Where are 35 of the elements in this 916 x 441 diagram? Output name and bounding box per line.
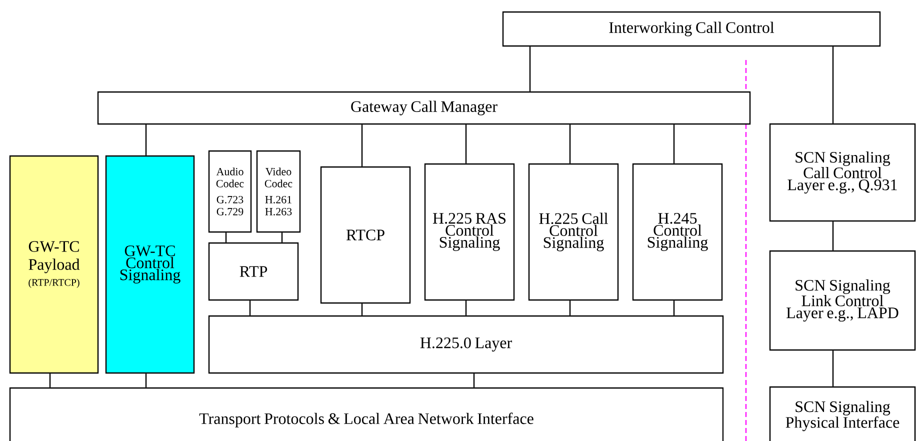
connector-line bbox=[361, 124, 363, 166]
connector-line bbox=[249, 300, 251, 316]
connector-line bbox=[832, 222, 834, 250]
connector-line bbox=[49, 374, 51, 388]
layer-box: SCN Signaling Call Control Layer e.g., Q.931 bbox=[769, 123, 916, 222]
layer-box: GW-TC Payload (RTP/RTCP) bbox=[9, 155, 99, 374]
connector-line bbox=[673, 300, 675, 316]
layer-box: H.245 Control Signaling bbox=[632, 163, 723, 301]
connector-line bbox=[361, 304, 363, 316]
layer-box: H.225 RAS Control Signaling bbox=[424, 163, 515, 301]
layer-box: RTCP bbox=[320, 166, 411, 304]
connector-line bbox=[529, 46, 531, 92]
connector-line bbox=[145, 124, 147, 156]
connector-line bbox=[145, 374, 147, 388]
layer-box: Audio Codec G.723 G.729 bbox=[208, 150, 252, 233]
connector-line bbox=[832, 46, 834, 124]
layer-box: SCN Signaling Link Control Layer e.g., LAPD bbox=[769, 250, 916, 351]
connector-line bbox=[225, 232, 227, 242]
connector-line bbox=[569, 124, 571, 164]
layer-box: H.225 Call Control Signaling bbox=[528, 163, 619, 301]
connector-line bbox=[832, 350, 834, 386]
layer-box: Interworking Call Control bbox=[502, 11, 881, 47]
layer-box: GW-TC Control Signaling bbox=[105, 155, 195, 374]
connector-line bbox=[465, 124, 467, 164]
connector-line bbox=[673, 124, 675, 164]
connector-line bbox=[281, 232, 283, 242]
connector-line bbox=[473, 374, 475, 388]
layer-box: RTP bbox=[208, 242, 299, 301]
layer-box: H.225.0 Layer bbox=[208, 315, 724, 374]
layer-box: SCN Signaling Physical Interface bbox=[769, 386, 916, 441]
layer-box: Video Codec H.261 H.263 bbox=[256, 150, 301, 233]
connector-line bbox=[465, 300, 467, 316]
connector-line bbox=[569, 300, 571, 316]
layer-box: Gateway Call Manager bbox=[97, 91, 751, 125]
layer-box: Transport Protocols & Local Area Network Interface bbox=[9, 387, 724, 441]
